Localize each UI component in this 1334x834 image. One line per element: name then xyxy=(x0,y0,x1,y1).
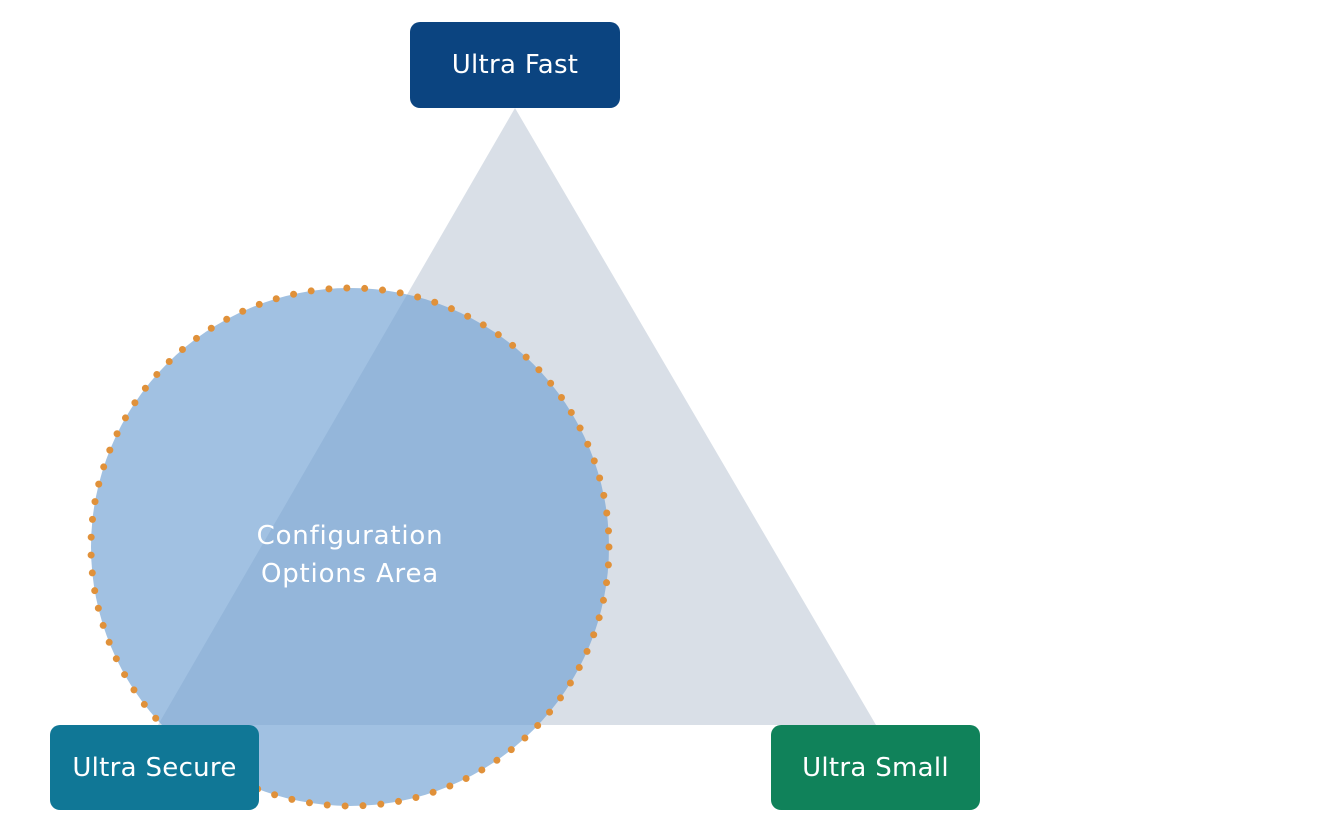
ultra-fast-label: Ultra Fast xyxy=(451,50,579,80)
configuration-options-label: Configuration Options Area xyxy=(200,517,500,593)
region-label-line-1: Configuration xyxy=(256,521,444,551)
ultra-secure-label: Ultra Secure xyxy=(72,752,237,783)
ultra-fast-node: Ultra Fast xyxy=(410,22,620,108)
ultra-small-node: Ultra Small xyxy=(771,725,980,810)
ultra-secure-node: Ultra Secure xyxy=(50,725,259,810)
region-label-line-2: Options Area xyxy=(260,559,440,589)
ultra-small-label: Ultra Small xyxy=(802,752,949,783)
configuration-options-region xyxy=(87,284,613,810)
